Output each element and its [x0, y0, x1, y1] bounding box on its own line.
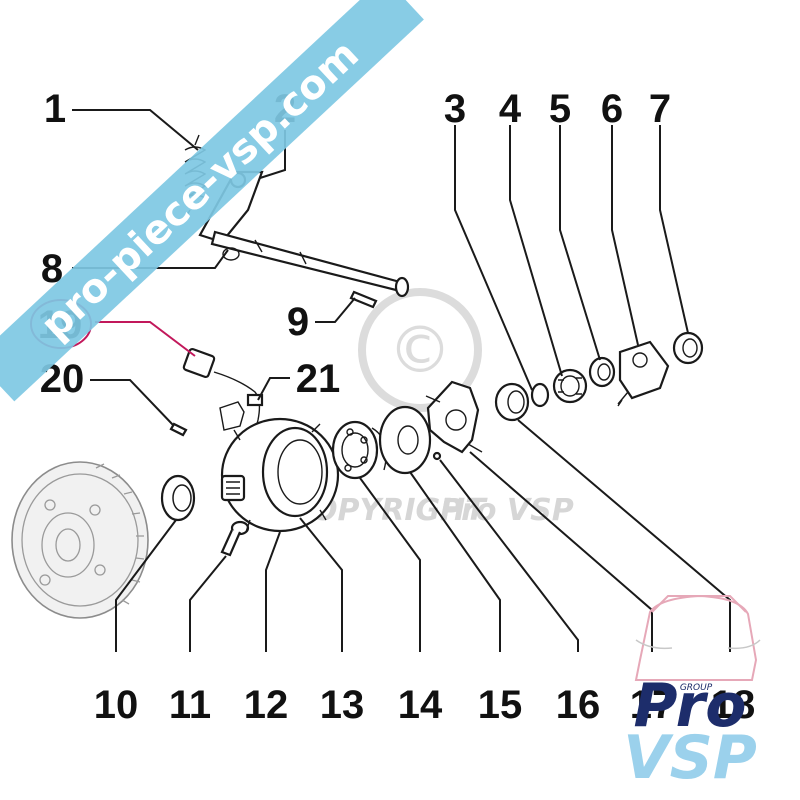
part-washer — [588, 356, 616, 388]
callout-5: 5 — [549, 87, 571, 131]
part-needle-bearing — [552, 368, 588, 404]
part-sensor-clip — [219, 393, 264, 431]
part-bracket — [617, 340, 670, 407]
callout-labels: 1 2 3 4 5 6 7 8 9 10 11 12 13 14 15 16 1… — [30, 87, 756, 727]
part-thrust-plate — [378, 405, 432, 475]
logo-group-text: GROUP — [680, 683, 713, 693]
callout-21: 21 — [296, 357, 341, 401]
part-bolt — [220, 520, 250, 557]
part-bearing-housing — [220, 417, 340, 533]
part-seal-ring — [494, 382, 530, 422]
part-small-screw — [169, 422, 188, 437]
callout-9: 9 — [287, 300, 309, 344]
callout-10: 10 — [94, 683, 139, 727]
part-oil-seal — [160, 474, 196, 522]
brand-logo: GROUP Pro VSP — [623, 594, 761, 793]
part-release-bearing — [331, 420, 379, 480]
callout-14: 14 — [398, 683, 443, 727]
part-small-ring — [530, 382, 550, 408]
part-release-fork — [425, 380, 483, 461]
copyright-circle-icon — [358, 288, 482, 412]
callout-18: 18 — [711, 683, 756, 727]
logo-vsp-text: VSP — [623, 723, 757, 793]
callout-4: 4 — [499, 87, 522, 131]
callout-17: 17 — [630, 683, 675, 727]
callout-16: 16 — [556, 683, 601, 727]
part-bushing — [672, 331, 704, 365]
callout-11: 11 — [169, 683, 211, 727]
logo-pro-text: Pro — [634, 671, 747, 741]
flywheel-ghost — [11, 461, 149, 619]
copyright-brand-text: Pro VSP — [440, 493, 574, 528]
leader-lines — [72, 109, 731, 652]
banner-text: pro-piece-vsp.com — [32, 31, 368, 348]
callout-3: 3 — [444, 87, 466, 131]
highlight-leader-19 — [95, 321, 196, 357]
part-pin — [349, 290, 378, 309]
callout-12: 12 — [244, 683, 289, 727]
callout-7: 7 — [649, 87, 671, 131]
callout-6: 6 — [601, 87, 623, 131]
callout-13: 13 — [320, 683, 365, 727]
copyright-symbol: © — [388, 314, 452, 388]
callout-8: 8 — [41, 247, 63, 291]
callout-1: 1 — [44, 87, 66, 131]
callout-15: 15 — [478, 683, 523, 727]
